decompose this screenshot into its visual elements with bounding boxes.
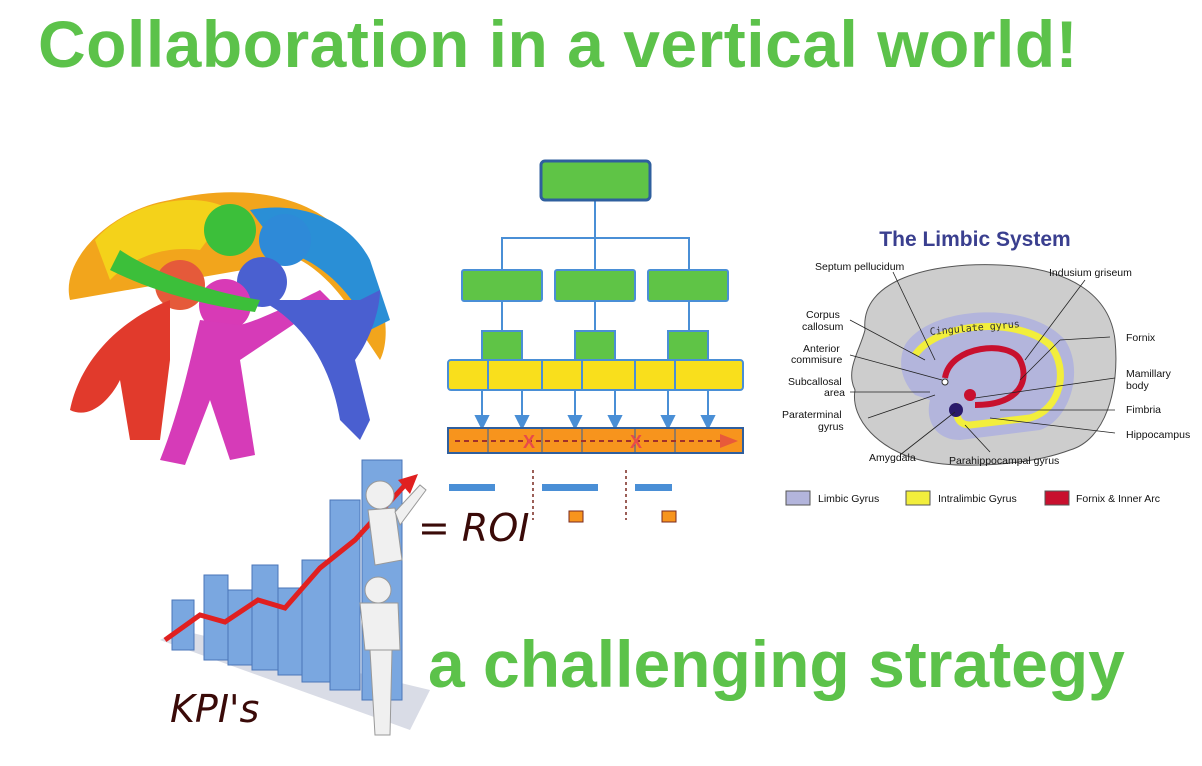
kpi-label: KPI's — [170, 687, 259, 731]
org-yellow-row — [447, 359, 744, 391]
legend-intralimbic-gyrus: Intralimbic Gyrus — [938, 493, 1017, 505]
legend-limbic-gyrus: Limbic Gyrus — [818, 493, 879, 505]
subtitle: a challenging strategy — [428, 627, 1125, 701]
label-subcallosal: Subcallosal — [788, 376, 842, 388]
label-fimbria: Fimbria — [1126, 404, 1161, 416]
org-chart-diagram: X X — [447, 159, 744, 523]
label-subcallosal-2: area — [824, 387, 845, 399]
org-box-top — [539, 159, 652, 202]
label-parahippocampal: Parahippocampal gyrus — [949, 455, 1059, 467]
svg-text:X: X — [523, 432, 535, 452]
label-mamillary-2: body — [1126, 380, 1150, 392]
limbic-title: The Limbic System — [879, 228, 1070, 251]
label-amygdala: Amygdala — [869, 452, 916, 464]
org-box-mid — [647, 269, 729, 302]
label-paraterminal: Paraterminal — [782, 409, 842, 421]
roi-label: = ROI — [418, 506, 529, 550]
label-mamillary: Mamillary — [1126, 368, 1172, 380]
org-box-mid — [554, 269, 636, 302]
page-title: Collaboration in a vertical world! — [38, 7, 1079, 81]
limbic-system-diagram: The Limbic System Cingulate gyrus Septum… — [782, 228, 1190, 506]
label-hippocampus: Hippocampus — [1126, 429, 1190, 441]
label-anterior: Anterior — [803, 343, 840, 355]
legend-fornix: Fornix & Inner Arc — [1076, 493, 1160, 505]
label-corpus: Corpus — [806, 309, 840, 321]
svg-text:X: X — [630, 432, 642, 452]
kpi-chart-illustration: KPI's = ROI — [160, 459, 529, 736]
label-anterior-2: commisure — [791, 354, 843, 366]
limbic-legend: Limbic Gyrus Intralimbic Gyrus Fornix & … — [785, 490, 1160, 506]
briefcase-icon — [568, 510, 584, 523]
team-figures-illustration — [68, 192, 390, 465]
briefcase-icon — [661, 510, 677, 523]
org-box-mid — [461, 269, 543, 302]
label-fornix: Fornix — [1126, 332, 1156, 344]
climbing-figures — [359, 480, 427, 736]
label-corpus-2: callosum — [802, 321, 844, 333]
label-paraterminal-2: gyrus — [818, 421, 844, 433]
label-indusium: Indusium griseum — [1049, 267, 1132, 279]
label-septum: Septum pellucidum — [815, 261, 905, 273]
